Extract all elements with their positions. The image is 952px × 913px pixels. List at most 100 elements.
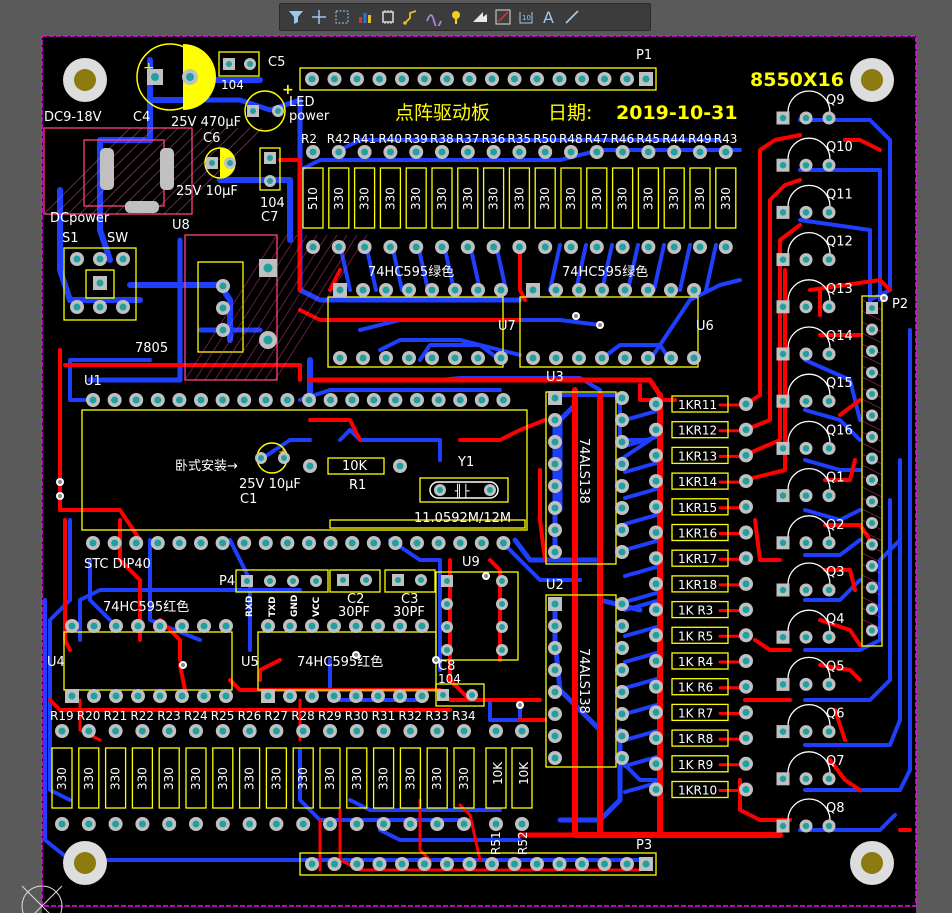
silk-outline	[671, 549, 729, 567]
pads[interactable]	[55, 58, 888, 871]
silk-outline	[611, 167, 634, 229]
copper-trace	[328, 268, 342, 292]
bottom-res-value: 330	[296, 767, 310, 790]
pad-hole	[742, 786, 750, 793]
transistor-name: Q3	[826, 565, 845, 580]
mid-res-name: 1KR17	[678, 552, 717, 566]
silk-outline	[63, 631, 233, 691]
pad-hole	[68, 692, 76, 700]
bottom-res-value: 330	[403, 767, 417, 790]
pad-hole	[58, 820, 66, 828]
pad-hole	[551, 622, 559, 630]
pad-hole	[652, 657, 660, 665]
pad-hole	[551, 600, 559, 608]
pad-hole	[96, 279, 104, 287]
label-74als138-b: 74ALS138	[576, 648, 591, 714]
pad-hole	[869, 606, 875, 612]
pad-hole	[618, 482, 626, 490]
silk-outline	[85, 269, 115, 299]
line-tool-button[interactable]	[560, 5, 583, 29]
pad-hole	[825, 539, 833, 547]
copper-trace	[803, 498, 892, 702]
pad-hole	[652, 529, 660, 536]
pad-hole	[696, 148, 704, 156]
pad-hole	[391, 396, 399, 404]
bottom-res-value: 330	[109, 767, 123, 790]
silk-outline	[435, 683, 485, 707]
top-res-value: 330	[358, 187, 372, 210]
pad-hole	[619, 243, 627, 251]
pad-hole	[175, 539, 183, 547]
silk-outline	[453, 747, 475, 809]
pad-hole	[444, 647, 450, 653]
copper-trace	[78, 588, 302, 642]
pad-hole	[154, 396, 162, 404]
pad-hole	[652, 451, 660, 459]
copper-trace	[803, 538, 862, 557]
select-rect-tool-button[interactable]	[330, 5, 353, 29]
svg-text:+: +	[282, 82, 294, 98]
bar-chart-tool-button[interactable]	[353, 5, 376, 29]
component-tool-button[interactable]	[376, 5, 399, 29]
label-p2: P2	[892, 297, 908, 312]
copper-trace	[818, 618, 862, 647]
pad-hole	[219, 820, 227, 828]
label-74hc595-red-2: 74HC595红色	[297, 654, 383, 670]
graphic-tool-button[interactable]	[491, 5, 514, 29]
matrix-label: 8550X16	[750, 69, 844, 91]
silk-outline	[485, 747, 507, 809]
label-txd: TXD	[268, 596, 278, 617]
pad-hole	[247, 61, 253, 67]
label-c5: C5	[268, 55, 285, 70]
copper-trace	[87, 237, 183, 383]
pad-hole	[779, 539, 787, 547]
copper-trace	[823, 458, 857, 482]
crosshair-icon	[311, 10, 326, 24]
string-tool-button[interactable]: A	[537, 5, 560, 29]
pad-hole	[68, 622, 76, 630]
pad-hole	[286, 622, 294, 630]
label-74hc595-green-2: 74HC595绿色	[562, 264, 648, 280]
pad-hole	[551, 394, 559, 402]
crosshair-tool-button[interactable]	[307, 5, 330, 29]
top-res-name: R35	[507, 132, 531, 146]
pad-hole	[869, 627, 875, 634]
pad-hole	[376, 75, 383, 83]
copper-trace	[338, 138, 722, 152]
copper-trace	[623, 598, 662, 612]
silk-outline	[353, 167, 376, 229]
diff-pair-tool-button[interactable]	[422, 5, 445, 29]
top-res-name: R48	[559, 132, 583, 146]
label-mount: 卧式安装→	[175, 459, 238, 474]
pad-hole	[652, 554, 660, 562]
silk-outline	[63, 247, 137, 321]
label-r1-value: 10K	[342, 459, 368, 474]
top-res-value: 330	[461, 187, 475, 210]
pad-hole	[618, 600, 626, 608]
copper-trace	[548, 243, 562, 292]
pad-hole	[644, 286, 652, 294]
dimension-tool-button[interactable]: 10	[514, 5, 537, 29]
copper-trace	[338, 808, 642, 872]
polygon-tool-button[interactable]	[468, 5, 491, 29]
pad-hole	[696, 243, 704, 251]
filter-tool-button[interactable]	[284, 5, 307, 29]
pad-hole	[469, 692, 475, 698]
copper-trace	[623, 624, 662, 638]
pad-hole	[667, 354, 675, 362]
pad-hole	[518, 820, 526, 828]
copper-trace	[823, 568, 857, 592]
pad-hole	[825, 775, 833, 783]
pin-tool-button[interactable]	[445, 5, 468, 29]
bottom-res-value: 330	[269, 767, 283, 790]
route-tool-button[interactable]	[399, 5, 422, 29]
pad-hole	[551, 482, 559, 490]
pad-hole	[825, 445, 833, 452]
copper-trace	[598, 343, 672, 362]
copper-trace	[803, 458, 902, 747]
pad-hole	[497, 354, 505, 362]
pad-hole	[488, 860, 496, 868]
mid-res-name: 1KR13	[678, 449, 717, 463]
